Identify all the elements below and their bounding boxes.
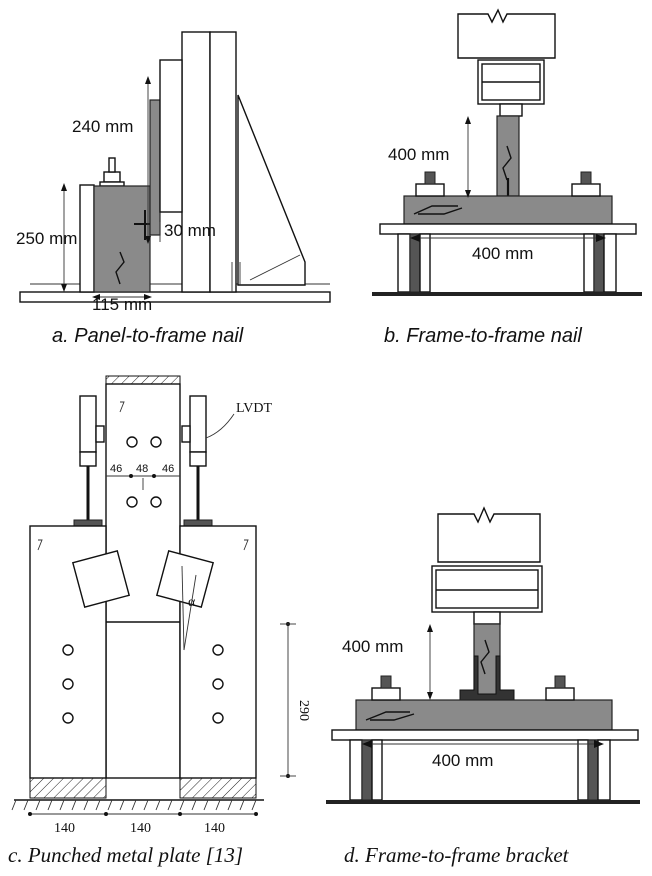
dim-46-right: 46	[162, 463, 174, 475]
horizontal-beam	[403, 195, 613, 225]
metal-plate-right	[155, 549, 215, 609]
dim-400-mm-height: 400 mm	[388, 145, 449, 164]
specimen-block	[93, 185, 151, 293]
horizontal-beam	[355, 699, 613, 731]
panel-c-punched-metal-plate: 46 48 46 LVDT α	[8, 375, 311, 867]
panel-sheet	[149, 99, 161, 236]
actuator-head	[437, 506, 541, 563]
shear-arrow-icon	[480, 639, 490, 675]
slip-arrow-icon	[413, 205, 458, 215]
shear-arrow-icon	[115, 251, 125, 285]
dim-240-mm: 240 mm	[72, 117, 133, 136]
panel-a-panel-to-frame-nail: 240 mm 250 mm 30 mm 115 mm a. Panel-to-f…	[16, 31, 331, 347]
lvdt-label: LVDT	[236, 401, 272, 416]
lvdt-right	[189, 395, 207, 453]
lvdt-left	[79, 395, 97, 453]
support-table	[331, 729, 639, 741]
loading-frame	[181, 31, 211, 293]
caption-a: a. Panel-to-frame nail	[52, 325, 244, 347]
dim-250-mm: 250 mm	[16, 229, 77, 248]
dim-48: 48	[136, 463, 148, 475]
metal-plate-left	[71, 549, 131, 609]
dim-400-mm-width: 400 mm	[472, 244, 533, 263]
dim-115-mm: 115 mm	[92, 295, 152, 314]
base-dim-140-left: 140	[54, 821, 75, 836]
dim-30-mm: 30 mm	[164, 221, 216, 240]
dim-400-mm-height: 400 mm	[342, 637, 403, 656]
base-dim-140-right: 140	[204, 821, 225, 836]
clamp-right	[545, 687, 575, 701]
panel-d-frame-to-frame-bracket: 400 mm 400 mm d. Frame-to-frame bracket	[326, 506, 640, 867]
bracket	[459, 655, 515, 701]
support-table	[379, 223, 637, 235]
triangular-support	[237, 94, 306, 286]
caption-d: d. Frame-to-frame bracket	[344, 843, 570, 867]
dim-46-left: 46	[110, 463, 122, 475]
clamp-left	[415, 183, 445, 197]
alpha-angle: α	[188, 595, 196, 610]
caption-c: c. Punched metal plate [13]	[8, 843, 243, 867]
dim-290: 290	[296, 700, 311, 721]
clamp-bolt	[103, 171, 121, 183]
actuator-head	[457, 8, 556, 59]
clamp-right	[571, 183, 601, 197]
support-column	[79, 184, 95, 293]
dim-400-mm-width: 400 mm	[432, 751, 493, 770]
slip-arrow-icon	[365, 711, 410, 721]
shear-arrow-icon	[502, 145, 512, 181]
base-dim-140-mid: 140	[130, 821, 151, 836]
panel-b-frame-to-frame-nail: 400 mm 400 mm b. Frame-to-frame nail	[372, 8, 642, 347]
clamp-left	[371, 687, 401, 701]
base-plate	[19, 291, 331, 303]
caption-b: b. Frame-to-frame nail	[384, 325, 582, 347]
